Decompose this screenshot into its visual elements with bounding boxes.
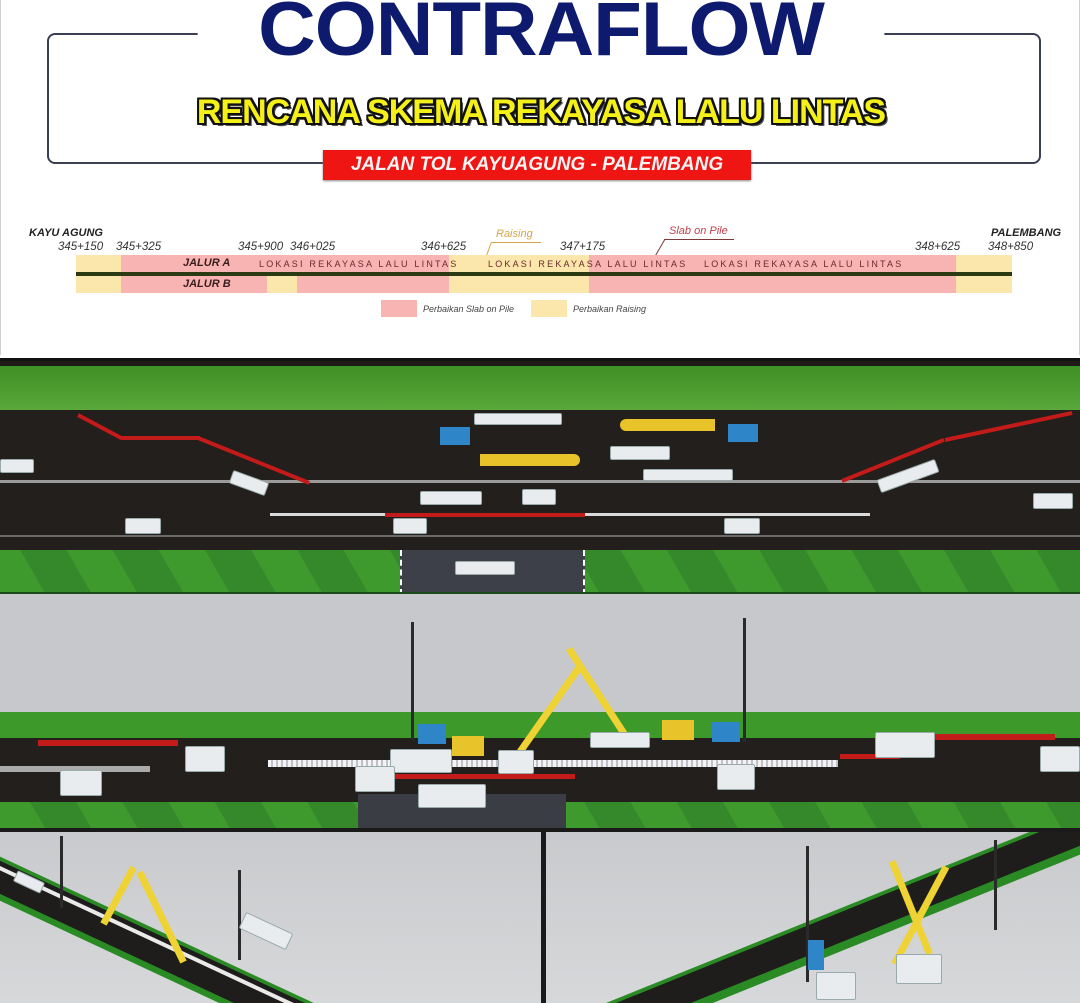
jalur-a-slab-segment <box>121 255 449 272</box>
truck <box>522 489 556 505</box>
concrete-barrier <box>268 760 838 767</box>
jalur-a-slab-segment <box>589 255 956 272</box>
truck <box>393 518 427 534</box>
median-barrier <box>0 480 1080 483</box>
truck <box>724 518 760 534</box>
station-label: 348+625 <box>915 241 961 253</box>
crane-top-view <box>480 454 580 466</box>
traffic-scheme-chart: KAYU AGUNG PALEMBANG 345+150 345+325 345… <box>1 215 1080 325</box>
piling-rig <box>418 724 446 744</box>
end-location-label: PALEMBANG <box>991 227 1062 239</box>
crane-base <box>662 720 694 740</box>
page-subtitle: RENCANA SKEMA REKAYASA LALU LINTAS <box>196 93 886 131</box>
jalur-b-slab-segment <box>121 276 267 293</box>
station-label: 345+150 <box>58 241 104 253</box>
page-title: CONTRAFLOW <box>197 0 885 72</box>
truck <box>1033 493 1073 509</box>
jalur-b-raising-segment <box>76 276 121 293</box>
red-barrier <box>840 754 900 759</box>
piling-rig <box>712 722 740 742</box>
truck <box>418 784 486 808</box>
start-location-label: KAYU AGUNG <box>29 227 103 239</box>
truck <box>60 770 102 796</box>
red-barrier <box>395 774 575 779</box>
station-label: 346+625 <box>421 241 467 253</box>
station-label: 347+175 <box>560 241 606 253</box>
station-label: 345+325 <box>116 241 162 253</box>
truck <box>816 972 856 1000</box>
truck <box>355 766 395 792</box>
piling-rig-top-view <box>440 427 470 445</box>
lane-edge <box>0 535 1080 537</box>
piling-mast <box>806 846 809 982</box>
piling-rig-top-view <box>728 424 758 442</box>
lane-b-label: JALUR B <box>183 278 231 290</box>
truck <box>610 446 670 460</box>
truck <box>420 491 482 505</box>
crane-base <box>452 736 484 756</box>
jalur-a-raising-segment <box>76 255 121 272</box>
truck <box>498 750 534 774</box>
road-name-banner: JALAN TOL KAYUAGUNG - PALEMBANG <box>323 150 751 180</box>
raising-leader-line <box>491 242 541 243</box>
lane-a-label: JALUR A <box>183 257 231 269</box>
header-section: CONTRAFLOW RENCANA SKEMA REKAYASA LALU L… <box>0 0 1080 355</box>
slab-on-pile-callout: Slab on Pile <box>669 225 728 237</box>
jalur-b-raising-segment <box>956 276 1012 293</box>
truck <box>717 764 755 790</box>
truck <box>0 459 34 473</box>
jalur-b-raising-segment <box>267 276 297 293</box>
red-barrier <box>935 734 1055 740</box>
piling-mast <box>411 622 414 740</box>
median-barrier <box>0 766 150 772</box>
location-label: LOKASI REKAYASA LALU LINTAS <box>704 259 904 269</box>
truck <box>896 954 942 984</box>
truck <box>238 911 294 951</box>
legend-slab-label: Perbaikan Slab on Pile <box>423 304 515 314</box>
slab-leader-line <box>664 239 734 240</box>
raising-callout: Raising <box>496 228 533 240</box>
red-barrier <box>122 436 200 440</box>
red-barrier <box>385 513 585 517</box>
piling-rig <box>808 940 824 970</box>
perspective-left-render <box>0 832 541 1003</box>
truck <box>185 746 225 772</box>
jalur-a-raising-segment <box>956 255 1012 272</box>
truck <box>643 469 733 481</box>
location-label: LOKASI REKAYASA LALU LINTAS <box>488 259 688 269</box>
truck <box>875 732 935 758</box>
truck <box>590 732 650 748</box>
station-label: 345+900 <box>238 241 284 253</box>
piling-mast <box>743 618 746 742</box>
perspective-right-render <box>546 832 1080 1003</box>
truck <box>125 518 161 534</box>
perspective-renders <box>0 828 1080 1003</box>
piling-mast <box>60 836 63 908</box>
piling-mast <box>238 870 241 960</box>
road-centerline <box>76 272 1012 276</box>
legend-slab-swatch <box>381 300 417 317</box>
crane-top-view <box>620 419 715 431</box>
station-label: 348+850 <box>988 241 1034 253</box>
station-label: 346+025 <box>290 241 336 253</box>
truck <box>474 413 562 425</box>
grass-strip <box>0 366 1080 410</box>
truck <box>390 749 452 773</box>
legend-raising-label: Perbaikan Raising <box>573 304 647 314</box>
piling-mast <box>994 840 997 930</box>
red-barrier <box>38 740 178 746</box>
jalur-b-slab-segment <box>297 276 449 293</box>
side-view-render <box>0 592 1080 828</box>
jalur-a-raising-segment <box>449 255 589 272</box>
jalur-b-raising-segment <box>449 276 589 293</box>
top-view-render <box>0 358 1080 592</box>
truck <box>455 561 515 575</box>
legend-raising-swatch <box>531 300 567 317</box>
location-label: LOKASI REKAYASA LALU LINTAS <box>259 259 459 269</box>
truck <box>1040 746 1080 772</box>
jalur-b-slab-segment <box>589 276 956 293</box>
